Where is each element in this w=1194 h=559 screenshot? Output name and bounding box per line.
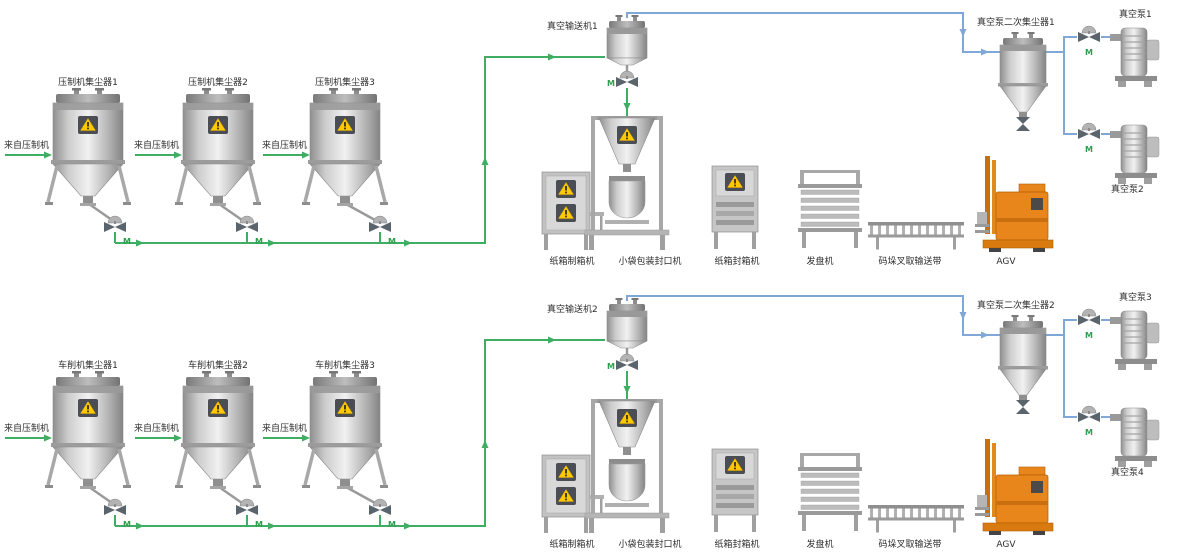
label-vacuum-pump-3: 真空泵3 <box>1119 293 1152 303</box>
label-lathe-collector-1: 车削机集尘器1 <box>58 361 118 371</box>
label-press-source-3: 来自压制机 <box>262 141 308 151</box>
pump-2-valve[interactable] <box>1077 122 1101 140</box>
press-dust-collector-3[interactable] <box>302 88 388 206</box>
valve-motor-label: M <box>388 237 396 246</box>
conveyor-1-valve[interactable] <box>615 70 639 88</box>
valve-motor-label: M <box>1085 331 1093 340</box>
label-carton-maker-2: 纸箱制箱机 <box>549 540 595 550</box>
valve-motor-label: M <box>255 237 263 246</box>
suction-piping-top <box>5 56 628 244</box>
label-vacuum-conveyor-2: 真空输送机2 <box>547 305 598 315</box>
label-carton-sealer-1: 纸箱封箱机 <box>714 257 760 267</box>
palletizing-fork-conveyor-1[interactable] <box>868 222 964 250</box>
label-lathe-source-2: 来自压制机 <box>134 424 180 434</box>
label-lathe-collector-3: 车削机集尘器3 <box>315 361 375 371</box>
label-press-source-1: 来自压制机 <box>4 141 50 151</box>
lathe-collector-1-valve[interactable] <box>103 498 127 516</box>
label-bag-packer-1: 小袋包装封口机 <box>618 257 682 267</box>
palletizing-fork-conveyor-2[interactable] <box>868 505 964 533</box>
lathe-dust-collector-3[interactable] <box>302 371 388 489</box>
label-vacuum-conveyor-1: 真空输送机1 <box>547 22 598 32</box>
valve-motor-label: M <box>1085 145 1093 154</box>
pump-3-valve[interactable] <box>1077 308 1101 326</box>
valve-motor-label: M <box>388 520 396 529</box>
label-palletizing-belt-1: 码垛叉取输送带 <box>878 257 942 267</box>
lathe-dust-collector-2[interactable] <box>175 371 261 489</box>
bag-packing-sealing-machine-1[interactable] <box>585 116 669 250</box>
label-secondary-collector-2: 真空泵二次集尘器2 <box>977 301 1055 311</box>
pump-4-valve[interactable] <box>1077 405 1101 423</box>
flow-arrows-blue-bottom <box>959 312 989 339</box>
agv-2[interactable] <box>974 438 1054 536</box>
valve-motor-label: M <box>123 520 131 529</box>
vacuum-piping-top <box>626 12 1110 135</box>
vacuum-conveyor-1[interactable] <box>606 14 648 66</box>
press-dust-collector-1[interactable] <box>45 88 131 206</box>
valve-motor-label: M <box>607 362 615 371</box>
secondary-dust-collector-1[interactable] <box>997 31 1049 132</box>
label-lathe-collector-2: 车削机集尘器2 <box>188 361 248 371</box>
flow-arrows-blue-top <box>959 29 989 56</box>
outlet-connectors-bottom <box>88 347 629 505</box>
press-collector-1-valve[interactable] <box>103 215 127 233</box>
valve-motor-label: M <box>255 520 263 529</box>
label-press-source-2: 来自压制机 <box>134 141 180 151</box>
flow-arrows-green-top <box>44 53 631 247</box>
valve-motor-label: M <box>607 79 615 88</box>
vacuum-pump-2[interactable] <box>1109 124 1160 185</box>
carton-sealing-machine-2[interactable] <box>712 449 758 532</box>
label-palletizing-belt-2: 码垛叉取输送带 <box>878 540 942 550</box>
vacuum-conveyor-2[interactable] <box>606 297 648 349</box>
valve-motor-label: M <box>1085 48 1093 57</box>
label-vacuum-pump-4: 真空泵4 <box>1111 468 1144 478</box>
label-vacuum-pump-2: 真空泵2 <box>1111 185 1144 195</box>
label-vacuum-pump-1: 真空泵1 <box>1119 10 1152 20</box>
lathe-dust-collector-1[interactable] <box>45 371 131 489</box>
label-lathe-source-3: 来自压制机 <box>262 424 308 434</box>
bottom-production-line: M M M M M M <box>5 295 1160 536</box>
press-dust-collector-2[interactable] <box>175 88 261 206</box>
vacuum-pump-1[interactable] <box>1109 27 1160 88</box>
agv-1[interactable] <box>974 155 1054 253</box>
label-pallet-dispenser-2: 发盘机 <box>806 540 834 550</box>
label-agv-2: AGV <box>996 540 1016 550</box>
flow-arrows-green-bottom <box>44 336 631 530</box>
label-bag-packer-2: 小袋包装封口机 <box>618 540 682 550</box>
vacuum-piping-bottom <box>626 295 1110 418</box>
label-carton-sealer-2: 纸箱封箱机 <box>714 540 760 550</box>
pallet-dispenser-2[interactable] <box>797 452 863 532</box>
label-lathe-source-1: 来自压制机 <box>4 424 50 434</box>
vacuum-pump-4[interactable] <box>1109 407 1160 468</box>
secondary-dust-collector-2[interactable] <box>997 314 1049 415</box>
conveyor-2-valve[interactable] <box>615 353 639 371</box>
vacuum-pump-3[interactable] <box>1109 310 1160 371</box>
label-press-collector-3: 压制机集尘器3 <box>315 78 375 88</box>
suction-piping-bottom <box>5 339 628 527</box>
label-secondary-collector-1: 真空泵二次集尘器1 <box>977 18 1055 28</box>
bag-packing-sealing-machine-2[interactable] <box>585 399 669 533</box>
top-production-line: M M M M M M <box>5 12 1160 253</box>
carton-sealing-machine-1[interactable] <box>712 166 758 249</box>
outlet-connectors-top <box>88 64 629 222</box>
label-press-collector-1: 压制机集尘器1 <box>58 78 118 88</box>
label-press-collector-2: 压制机集尘器2 <box>188 78 248 88</box>
pallet-dispenser-1[interactable] <box>797 169 863 249</box>
label-carton-maker-1: 纸箱制箱机 <box>549 257 595 267</box>
label-pallet-dispenser-1: 发盘机 <box>806 257 834 267</box>
pump-1-valve[interactable] <box>1077 25 1101 43</box>
valve-motor-label: M <box>123 237 131 246</box>
label-agv-1: AGV <box>996 257 1016 267</box>
valve-motor-label: M <box>1085 428 1093 437</box>
